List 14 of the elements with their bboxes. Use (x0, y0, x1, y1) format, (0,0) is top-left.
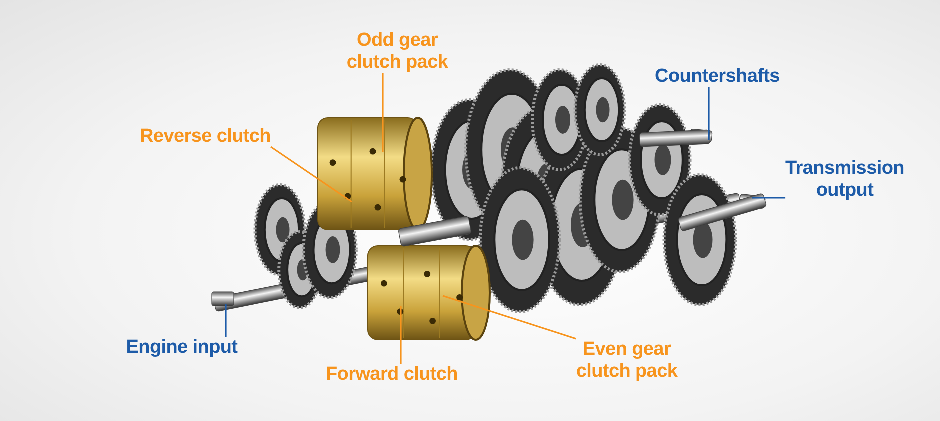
leader-line (442, 295, 577, 340)
part-label: Transmission output (786, 158, 904, 201)
part-label: Forward clutch (326, 364, 458, 385)
part-label: Even gear clutch pack (576, 339, 678, 382)
leader-line (400, 306, 402, 364)
leader-line (225, 304, 227, 337)
part-label: Odd gear clutch pack (346, 30, 448, 73)
leader-line (270, 146, 352, 203)
part-label: Reverse clutch (140, 126, 271, 147)
leader-line (708, 87, 710, 140)
part-label: Countershafts (655, 66, 780, 87)
part-label: Engine input (126, 337, 238, 358)
leader-line (752, 197, 786, 199)
leader-line (382, 73, 384, 152)
